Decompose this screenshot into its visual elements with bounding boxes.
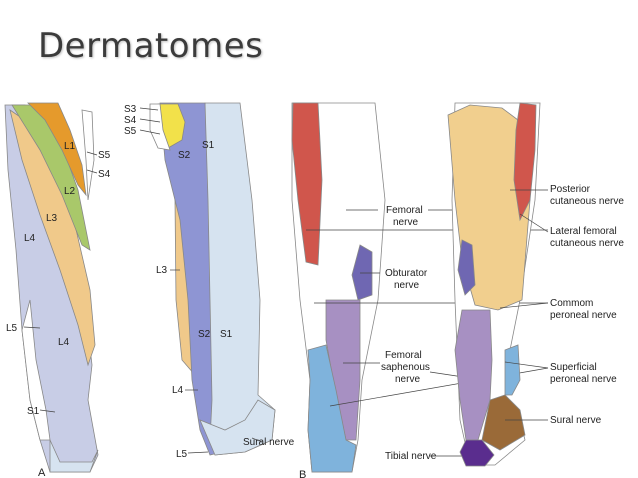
slide-title: Dermatomes bbox=[38, 26, 264, 66]
label-L5: L5 bbox=[6, 323, 18, 334]
region-L1 bbox=[27, 102, 87, 197]
leg-posterior-dermatomes: S3 S4 S5 S2 S1 L3 S2 S1 L4 L5 Sural nerv… bbox=[124, 102, 295, 460]
label-S1-upper: S1 bbox=[202, 140, 215, 151]
label-L4-back: L4 bbox=[172, 385, 184, 396]
panel-label-a: A bbox=[38, 467, 46, 478]
label-L2: L2 bbox=[64, 186, 76, 197]
region-obturator-back bbox=[457, 239, 476, 296]
label-S2: S2 bbox=[198, 329, 211, 340]
region-femoral bbox=[291, 102, 323, 266]
label-sural-nerve-back: Sural nerve bbox=[243, 437, 295, 448]
label-L4: L4 bbox=[24, 233, 36, 244]
label-S3: S3 bbox=[124, 104, 137, 115]
femoral-line-1: Femoral bbox=[386, 205, 423, 216]
label-S2-upper: S2 bbox=[178, 150, 191, 161]
label-L4-lower: L4 bbox=[58, 337, 70, 348]
region-tibial bbox=[459, 439, 495, 467]
label-L5-back: L5 bbox=[176, 449, 188, 460]
region-peroneal-front bbox=[307, 344, 357, 473]
region-lateral-femoral bbox=[513, 102, 537, 222]
region-L5-strip bbox=[21, 299, 51, 441]
label-S5-back: S5 bbox=[124, 126, 137, 137]
region-S4S5 bbox=[149, 103, 171, 151]
label-S1-back: S1 bbox=[220, 329, 233, 340]
leg-anterior-dermatomes: L1 S5 S4 L2 L3 L4 L5 L4 S1 A bbox=[4, 102, 111, 478]
label-S4: S4 bbox=[98, 169, 111, 180]
label-sural-nerve: Sural nerve bbox=[550, 415, 602, 426]
region-obturator bbox=[351, 244, 373, 301]
region-superficial-peroneal bbox=[504, 344, 521, 396]
label-L3: L3 bbox=[46, 213, 58, 224]
label-S5: S5 bbox=[98, 150, 111, 161]
label-S4-back: S4 bbox=[124, 115, 137, 126]
region-S-strip bbox=[81, 109, 95, 201]
panel-label-b: B bbox=[299, 469, 306, 478]
label-L1: L1 bbox=[64, 141, 76, 152]
foot-outline bbox=[49, 439, 99, 473]
region-femoral-saphenous bbox=[325, 299, 361, 441]
label-S1: S1 bbox=[27, 406, 40, 417]
label-tibial-nerve: Tibial nerve bbox=[385, 451, 437, 462]
label-L3-back: L3 bbox=[156, 265, 168, 276]
heel-region bbox=[199, 399, 276, 456]
femoral-line-2: nerve bbox=[393, 217, 418, 228]
